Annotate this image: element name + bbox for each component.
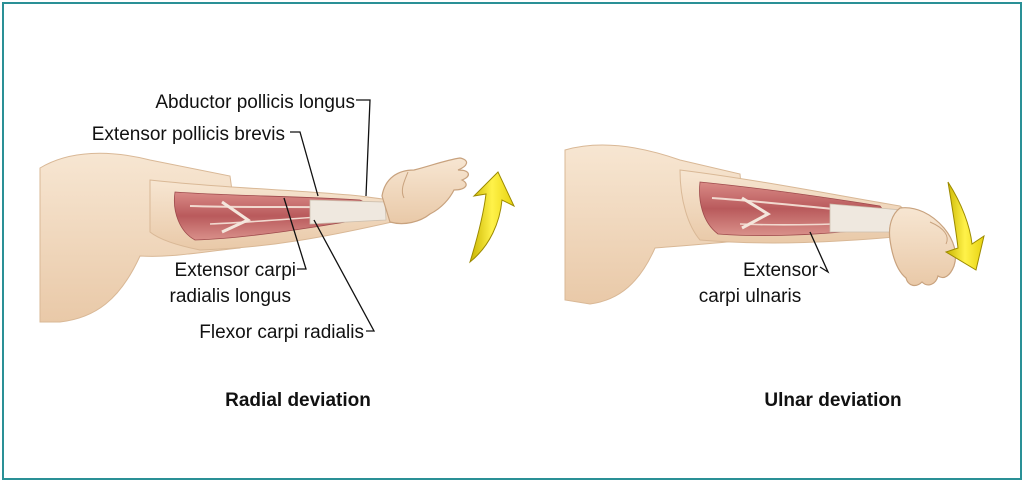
label-extensor-carpi-radialis-longus-line1: Extensor carpi [175,260,296,281]
right-hand [889,208,955,286]
caption-ulnar-deviation: Ulnar deviation [764,390,901,411]
label-extensor-carpi-radialis-longus-line2: radialis longus [170,286,291,307]
label-extensor-pollicis-brevis: Extensor pollicis brevis [92,124,285,145]
label-extensor-carpi-ulnaris-line2: carpi ulnaris [699,286,801,307]
left-tendons [310,200,386,224]
caption-radial-deviation: Radial deviation [225,390,371,411]
label-flexor-carpi-radialis: Flexor carpi radialis [199,322,364,343]
radial-deviation-arrow [470,172,514,262]
label-abductor-pollicis-longus: Abductor pollicis longus [155,92,355,113]
left-hand [382,158,468,224]
label-extensor-carpi-ulnaris-line1: Extensor [743,260,819,281]
